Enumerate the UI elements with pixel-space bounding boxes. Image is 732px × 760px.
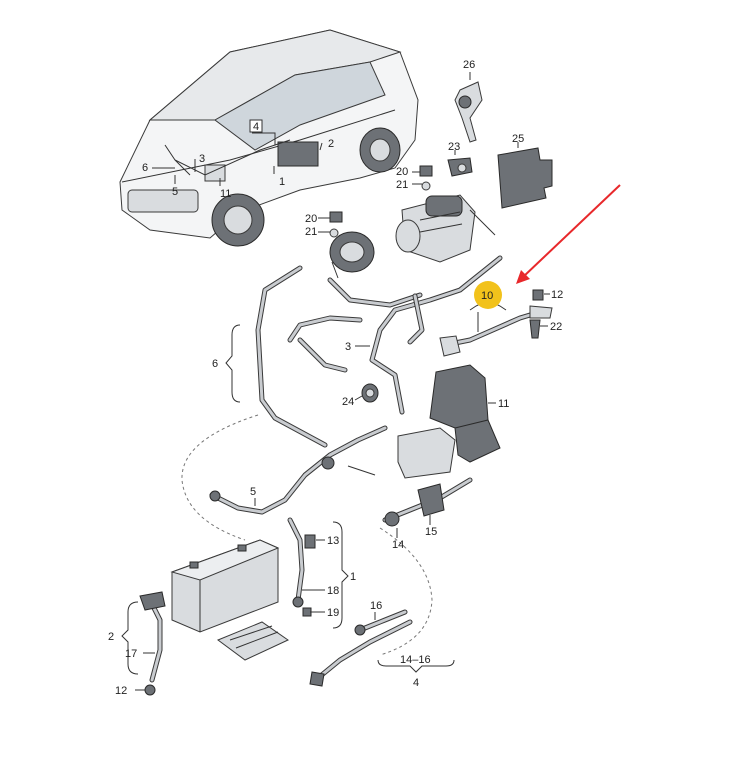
bracket-part-26: 26 <box>454 59 483 143</box>
callout-11: 11 <box>498 398 509 410</box>
callout-car-1: 1 <box>279 176 285 188</box>
callout-5: 5 <box>250 486 256 498</box>
callout-16: 16 <box>370 600 382 612</box>
callout-17: 17 <box>125 648 137 660</box>
callout-15: 15 <box>425 526 437 538</box>
battery <box>170 539 280 633</box>
starter-motor <box>395 194 496 263</box>
callout-24: 24 <box>342 396 354 408</box>
callout-18: 18 <box>327 585 339 597</box>
callout-2: 2 <box>108 631 114 643</box>
callout-12-top: 12 <box>551 289 563 301</box>
callout-21-upper: 21 <box>396 179 408 191</box>
battery-tray <box>216 621 290 661</box>
dashed-guide-right <box>379 527 433 656</box>
callout-20-lower: 20 <box>305 213 317 225</box>
cover-part-25: 25 <box>497 133 553 209</box>
callout-20-upper: 20 <box>396 166 408 178</box>
callout-19: 19 <box>327 607 339 619</box>
nut-part-12-top: 12 <box>532 289 563 301</box>
callout-14-16: 14–16 <box>400 654 431 666</box>
callout-21-lower: 21 <box>305 226 317 238</box>
bolt-part-22: 22 <box>529 319 562 339</box>
callout-car-5: 5 <box>172 186 178 198</box>
highlight-marker <box>474 281 502 309</box>
callout-car-6: 6 <box>142 162 148 174</box>
nut-parts-20-21-upper: 20 21 <box>396 165 433 191</box>
connector-part-23: 23 <box>447 141 473 177</box>
battery-terminal-cable-2: 2 17 12 <box>108 591 166 697</box>
callout-3: 3 <box>345 341 351 353</box>
callout-14: 14 <box>392 539 404 551</box>
callout-12-bottom: 12 <box>115 685 127 697</box>
cable-parts-14-15: 14 15 <box>382 477 473 551</box>
wiring-harness-3: 3 <box>287 255 503 415</box>
alternator <box>329 231 375 279</box>
callout-6: 6 <box>212 358 218 370</box>
callout-13: 13 <box>327 535 339 547</box>
callout-23: 23 <box>448 141 460 153</box>
ground-cable-4: 16 14–16 4 <box>309 600 455 689</box>
dashed-guide-left <box>181 414 259 541</box>
battery-sensor-cable-1: 13 1 18 19 <box>287 517 356 629</box>
callout-car-4: 4 <box>253 121 259 133</box>
nut-parts-20-21-lower: 20 21 <box>305 211 343 238</box>
callout-4: 4 <box>413 677 419 689</box>
callout-10: 10 <box>481 290 493 302</box>
pointer-arrow <box>516 184 621 284</box>
ground-strap-part-10 <box>439 286 553 357</box>
callout-car-2: 2 <box>328 138 334 150</box>
callout-1: 1 <box>350 571 356 583</box>
callout-22: 22 <box>550 321 562 333</box>
cable-part-6: 6 <box>212 265 328 448</box>
vehicle-illustration: 4 2 6 3 5 1 11 <box>119 29 419 247</box>
grommet-part-24: 24 <box>342 383 379 408</box>
cable-part-5: 5 <box>209 425 388 515</box>
callout-25: 25 <box>512 133 524 145</box>
callout-car-3: 3 <box>199 153 205 165</box>
relay-box-part-11: 11 <box>397 364 509 479</box>
callout-car-11: 11 <box>220 188 231 200</box>
callout-26: 26 <box>463 59 475 71</box>
